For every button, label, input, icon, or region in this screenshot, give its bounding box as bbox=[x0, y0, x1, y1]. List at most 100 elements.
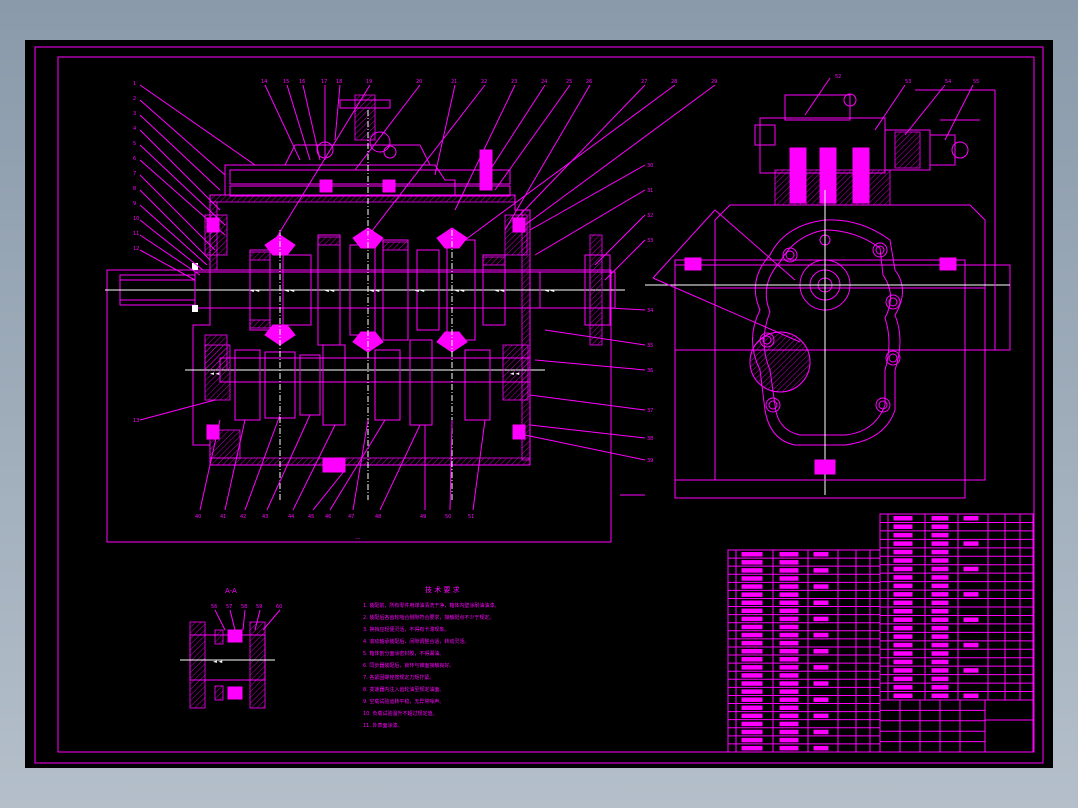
svg-text:56: 56 bbox=[211, 604, 217, 610]
technical-requirements: 技 术 要 求 1. 装配前，所有零件用煤油清洗干净，箱体内壁涂耐油油漆。 2.… bbox=[363, 585, 499, 729]
svg-text:10: 10 bbox=[133, 216, 139, 222]
svg-text:44: 44 bbox=[288, 514, 294, 520]
svg-text:27: 27 bbox=[641, 79, 647, 85]
tech-note-6: 6. 同步器装配后，锁环与锥面接触良好。 bbox=[363, 662, 454, 669]
tech-note-8: 8. 变速器内注入齿轮油至规定油面。 bbox=[363, 686, 444, 693]
svg-text:◄ ◄: ◄ ◄ bbox=[415, 288, 424, 294]
svg-text:59: 59 bbox=[256, 604, 262, 610]
svg-text:11: 11 bbox=[133, 231, 139, 237]
svg-text:51: 51 bbox=[468, 514, 474, 520]
svg-text:14: 14 bbox=[261, 79, 267, 85]
main-section-view: ◄ ◄ ◄ ◄ ◄ ◄ ◄ ◄ ◄ ◄ ◄ ◄ ◄ ◄ ◄ ◄ ◄ ◄ ◄ ◄ bbox=[105, 79, 717, 543]
svg-text:33: 33 bbox=[647, 238, 653, 244]
svg-text:6: 6 bbox=[133, 156, 136, 162]
svg-text:42: 42 bbox=[240, 514, 246, 520]
tech-note-3: 3. 换挡应轻便灵活，不得有卡滞现象。 bbox=[363, 626, 449, 633]
tech-note-10: 10. 负载试验温升不超过规定值。 bbox=[363, 710, 438, 717]
tech-note-5: 5. 箱体剖分面涂密封胶，不得漏油。 bbox=[363, 650, 444, 657]
svg-text:55: 55 bbox=[973, 79, 979, 85]
svg-text:18: 18 bbox=[336, 79, 342, 85]
svg-text:2: 2 bbox=[133, 96, 136, 102]
tech-note-11: 11. 外表面涂漆。 bbox=[363, 722, 403, 729]
tech-note-1: 1. 装配前，所有零件用煤油清洗干净，箱体内壁涂耐油油漆。 bbox=[363, 602, 499, 609]
svg-text:12: 12 bbox=[133, 246, 139, 252]
svg-text:60: 60 bbox=[276, 604, 282, 610]
shaft-marks: ◄ ◄ ◄ ◄ ◄ ◄ ◄ ◄ ◄ ◄ ◄ ◄ ◄ ◄ ◄ ◄ ◄ ◄ ◄ ◄ bbox=[192, 263, 554, 377]
svg-text:7: 7 bbox=[133, 171, 136, 177]
svg-text:◄ ◄: ◄ ◄ bbox=[285, 288, 294, 294]
tech-note-9: 9. 空载试验运转平稳，无异常噪声。 bbox=[363, 698, 444, 705]
svg-text:48: 48 bbox=[375, 514, 381, 520]
svg-text:3: 3 bbox=[133, 111, 136, 117]
gearbox-assembly-drawing: ◄ ◄ ◄ ◄ ◄ ◄ ◄ ◄ ◄ ◄ ◄ ◄ ◄ ◄ ◄ ◄ ◄ ◄ ◄ ◄ bbox=[34, 46, 1044, 764]
svg-text:49: 49 bbox=[420, 514, 426, 520]
svg-text:58: 58 bbox=[241, 604, 247, 610]
tech-note-4: 4. 滚动轴承装配后，间隙调整合适，转动灵活。 bbox=[363, 638, 469, 645]
svg-text:5: 5 bbox=[133, 141, 136, 147]
svg-text:1: 1 bbox=[133, 81, 136, 87]
svg-text:◄ ◄: ◄ ◄ bbox=[210, 371, 219, 377]
svg-text:37: 37 bbox=[647, 408, 653, 414]
cad-drawing-viewport[interactable]: ◄ ◄ ◄ ◄ ◄ ◄ ◄ ◄ ◄ ◄ ◄ ◄ ◄ ◄ ◄ ◄ ◄ ◄ ◄ ◄ bbox=[25, 40, 1053, 768]
svg-text:19: 19 bbox=[366, 79, 372, 85]
svg-text:◄ ◄: ◄ ◄ bbox=[495, 288, 504, 294]
svg-text:54: 54 bbox=[945, 79, 951, 85]
svg-text:40: 40 bbox=[195, 514, 201, 520]
svg-text:53: 53 bbox=[905, 79, 911, 85]
svg-text:4: 4 bbox=[133, 126, 136, 132]
balloon-leaders-bottom: 40 41 42 43 44 45 46 47 48 49 50 51 bbox=[195, 414, 486, 520]
tech-note-2: 2. 装配后各齿轮啮合侧隙符合要求，接触斑点不少于规定。 bbox=[363, 614, 494, 621]
svg-text:◄ ◄: ◄ ◄ bbox=[325, 288, 334, 294]
inner-border bbox=[57, 56, 1035, 753]
tech-title: 技 术 要 求 bbox=[425, 585, 460, 594]
svg-text:8: 8 bbox=[133, 186, 136, 192]
svg-text:41: 41 bbox=[220, 514, 226, 520]
section-a-a-view: A-A ◄ ◄ 56 57 58 59 60 bbox=[180, 587, 282, 709]
svg-text:21: 21 bbox=[451, 79, 457, 85]
svg-text:16: 16 bbox=[299, 79, 305, 85]
svg-text:◄ ◄: ◄ ◄ bbox=[510, 371, 519, 377]
tech-note-7: 7. 各紧固螺栓按规定力矩拧紧。 bbox=[363, 674, 434, 681]
svg-text:50: 50 bbox=[445, 514, 451, 520]
svg-text:◄ ◄: ◄ ◄ bbox=[213, 659, 222, 665]
svg-text:39: 39 bbox=[647, 458, 653, 464]
svg-text:17: 17 bbox=[321, 79, 327, 85]
svg-text:46: 46 bbox=[325, 514, 331, 520]
side-end-view: 52 53 54 55 bbox=[645, 74, 1011, 499]
svg-text:43: 43 bbox=[262, 514, 268, 520]
svg-text:---: --- bbox=[355, 536, 361, 542]
section-label: A-A bbox=[225, 587, 237, 595]
svg-text:24: 24 bbox=[541, 79, 547, 85]
svg-text:◄ ◄: ◄ ◄ bbox=[250, 288, 259, 294]
svg-text:29: 29 bbox=[711, 79, 717, 85]
svg-text:23: 23 bbox=[511, 79, 517, 85]
outer-border bbox=[34, 46, 1044, 764]
svg-text:32: 32 bbox=[647, 213, 653, 219]
svg-text:47: 47 bbox=[348, 514, 354, 520]
parts-list-table bbox=[727, 513, 1034, 753]
svg-text:◄ ◄: ◄ ◄ bbox=[370, 288, 379, 294]
svg-text:13: 13 bbox=[133, 418, 139, 424]
svg-text:28: 28 bbox=[671, 79, 677, 85]
svg-text:36: 36 bbox=[647, 368, 653, 374]
svg-text:25: 25 bbox=[566, 79, 572, 85]
svg-text:22: 22 bbox=[481, 79, 487, 85]
svg-text:◄ ◄: ◄ ◄ bbox=[455, 288, 464, 294]
svg-text:◄ ◄: ◄ ◄ bbox=[545, 288, 554, 294]
svg-text:9: 9 bbox=[133, 201, 136, 207]
balloon-leaders-top: 14 15 16 17 18 19 20 21 22 23 24 25 26 27 28 29 bbox=[261, 79, 717, 241]
svg-text:52: 52 bbox=[835, 74, 841, 80]
svg-text:34: 34 bbox=[647, 308, 653, 314]
svg-text:38: 38 bbox=[647, 436, 653, 442]
balloon-leaders-right: 30 31 32 33 34 35 36 37 38 39 bbox=[524, 163, 653, 464]
svg-text:26: 26 bbox=[586, 79, 592, 85]
svg-text:15: 15 bbox=[283, 79, 289, 85]
svg-text:31: 31 bbox=[647, 188, 653, 194]
title-block bbox=[879, 699, 1034, 753]
svg-text:35: 35 bbox=[647, 343, 653, 349]
svg-text:45: 45 bbox=[308, 514, 314, 520]
svg-text:30: 30 bbox=[647, 163, 653, 169]
svg-text:20: 20 bbox=[416, 79, 422, 85]
svg-text:57: 57 bbox=[226, 604, 232, 610]
